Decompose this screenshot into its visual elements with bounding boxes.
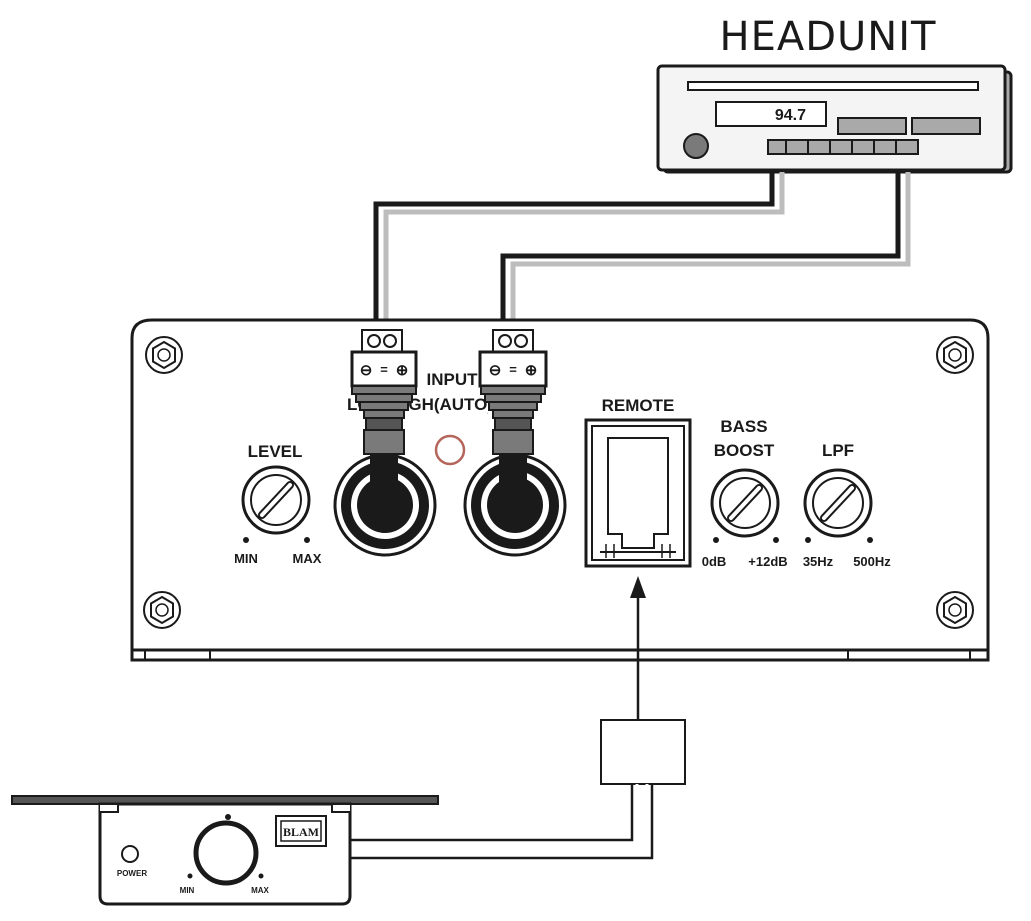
frequency-readout: 94.7	[775, 107, 806, 124]
power-led-icon	[121, 845, 139, 863]
remote-connector-box	[600, 719, 686, 785]
remote-cable	[350, 576, 686, 860]
bass-boost-knob[interactable]	[710, 468, 780, 538]
level-max-dot	[304, 537, 310, 543]
cd-slot	[687, 81, 979, 91]
lpf-max-dot	[867, 537, 873, 543]
dial-max-dot	[258, 873, 264, 879]
logo-text: BLAM	[283, 825, 319, 839]
plug-pos-icon: ⊕	[396, 362, 409, 379]
dial-max-label: MAX	[251, 886, 269, 895]
remote-level-dial[interactable]	[193, 820, 259, 886]
plug-neg-icon: ⊖	[489, 362, 502, 379]
amplifier: LEVEL MIN MAX INPUT LOW/HIGH(AUTO)	[130, 318, 990, 662]
headunit-button-right	[911, 117, 981, 135]
lpf-min-dot	[805, 537, 811, 543]
power-label: POWER	[117, 869, 147, 878]
bass-boost-min-label: 0dB	[702, 554, 727, 569]
screw-icon	[143, 591, 181, 629]
rca-jack-right[interactable]	[463, 453, 567, 557]
level-max-label: MAX	[293, 551, 322, 566]
plug-neg-icon: ⊖	[360, 362, 373, 379]
dial-min-label: MIN	[180, 886, 195, 895]
screw-icon	[936, 336, 974, 374]
headunit-title: HEADUNIT	[720, 14, 937, 60]
lpf-label: LPF	[822, 441, 854, 460]
screw-icon	[145, 336, 183, 374]
remote-bass-knob: POWER MIN MAX BLAM	[11, 795, 439, 906]
rca-cable-right	[500, 172, 911, 330]
volume-knob-icon	[683, 133, 709, 159]
rca-jack-left[interactable]	[333, 453, 437, 557]
plug-minus-icon: =	[380, 362, 388, 377]
screw-icon	[936, 591, 974, 629]
remote-port[interactable]	[584, 418, 692, 568]
input-plug-left: ⊖ = ⊕	[350, 329, 418, 482]
level-knob[interactable]	[241, 465, 311, 535]
arrow-up-icon	[630, 576, 646, 598]
remote-label: REMOTE	[602, 396, 675, 415]
dial-indicator-dot	[225, 814, 231, 820]
frequency-display	[715, 101, 827, 127]
bass-boost-max-label: +12dB	[748, 554, 787, 569]
bass-boost-label-line2: BOOST	[714, 441, 775, 460]
dial-min-dot	[187, 873, 193, 879]
rca-cable-left	[373, 172, 785, 330]
headunit-button-left	[837, 117, 907, 135]
level-label: LEVEL	[248, 442, 303, 461]
bass-boost-max-dot	[773, 537, 779, 543]
headunit: 94.7	[656, 64, 1013, 174]
plug-minus-icon: =	[509, 362, 517, 377]
lpf-max-label: 500Hz	[853, 554, 891, 569]
lpf-min-label: 35Hz	[803, 554, 834, 569]
input-indicator-icon	[434, 434, 466, 466]
preset-button-row	[767, 139, 919, 155]
level-min-label: MIN	[234, 551, 258, 566]
lpf-knob[interactable]	[803, 468, 873, 538]
bass-boost-label-line1: BASS	[720, 417, 767, 436]
input-plug-right: ⊖ = ⊕	[478, 329, 548, 482]
level-min-dot	[243, 537, 249, 543]
bass-boost-min-dot	[713, 537, 719, 543]
plug-pos-icon: ⊕	[525, 362, 538, 379]
input-label: INPUT	[427, 370, 479, 389]
